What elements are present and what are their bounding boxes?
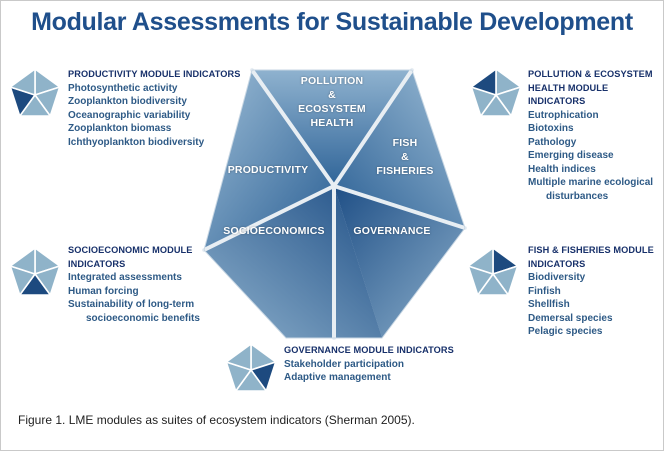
list-item: Oceanographic variability <box>68 109 191 121</box>
productivity-mini-pentagon-icon <box>8 67 62 118</box>
label-socioeconomics: SOCIOECONOMICS <box>223 225 325 237</box>
productivity-heading: PRODUCTIVITY MODULE INDICATORS <box>68 69 241 79</box>
page-title: Modular Assessments for Sustainable Deve… <box>31 8 633 36</box>
list-item: Pathology <box>528 136 577 148</box>
list-item: Biotoxins <box>528 123 574 134</box>
socioeconomic-indicators: SOCIOECONOMIC MODULE INDICATORS Integrat… <box>68 244 200 325</box>
socioeconomic-heading-line1: SOCIOECONOMIC MODULE <box>68 245 193 255</box>
governance-indicators: GOVERNANCE MODULE INDICATORS Stakeholder… <box>284 344 454 385</box>
list-item: Photosynthetic activity <box>68 82 178 94</box>
socioeconomic-heading-line2: INDICATORS <box>68 258 126 269</box>
mini-wedge-top-left <box>8 67 36 97</box>
list-item: disturbances <box>546 190 609 202</box>
list-item: Biodiversity <box>528 272 586 283</box>
list-item: Zooplankton biodiversity <box>68 96 187 107</box>
fish-mini-pentagon-icon <box>466 246 520 297</box>
list-item: Eutrophication <box>528 109 599 121</box>
label-governance: GOVERNANCE <box>353 225 431 237</box>
list-item: Integrated assessments <box>68 272 182 283</box>
mini-wedge-top-left <box>224 342 252 372</box>
mini-wedge-top-left <box>469 67 497 97</box>
label-productivity: PRODUCTIVITY <box>227 164 309 176</box>
pollution-heading-line1: POLLUTION & ECOSYSTEM <box>528 69 653 79</box>
figure-caption: Figure 1. LME modules as suites of ecosy… <box>18 413 415 427</box>
segment-governance <box>334 186 465 338</box>
label-pollution: POLLUTION & ECOSYSTEM HEALTH <box>298 75 366 129</box>
list-item: Multiple marine ecological <box>528 177 654 188</box>
list-item: Adaptive management <box>284 372 391 383</box>
segment-socio-fill <box>205 186 382 338</box>
list-item: Shellfish <box>528 299 570 310</box>
fish-heading-line1: FISH & FISHERIES MODULE <box>528 245 654 255</box>
label-fish: FISH & FISHERIES <box>376 137 434 177</box>
fish-heading-line2: INDICATORS <box>528 258 586 269</box>
list-item: Ichthyoplankton biodiversity <box>68 136 205 148</box>
list-item: Human forcing <box>68 285 139 297</box>
list-item: Emerging disease <box>528 150 614 161</box>
list-item: Zooplankton biomass <box>68 123 172 134</box>
socioeconomic-mini-pentagon-icon <box>8 246 62 297</box>
segment-productivity <box>204 70 334 250</box>
list-item: socioeconomic benefits <box>86 312 200 324</box>
governance-heading: GOVERNANCE MODULE INDICATORS <box>284 345 454 355</box>
list-item: Pelagic species <box>528 326 603 337</box>
list-item: Demersal species <box>528 312 613 324</box>
list-item: Finfish <box>528 285 561 297</box>
mini-wedge-top-left <box>466 246 494 276</box>
segment-fish <box>334 70 465 228</box>
list-item: Stakeholder participation <box>284 358 405 370</box>
pollution-indicators: POLLUTION & ECOSYSTEM HEALTH MODULE INDI… <box>528 68 664 203</box>
mini-wedge-top-left <box>8 246 36 276</box>
productivity-indicators: PRODUCTIVITY MODULE INDICATORS Photosynt… <box>68 68 240 149</box>
pentagon-outline <box>203 69 466 339</box>
fish-indicators: FISH & FISHERIES MODULE INDICATORS Biodi… <box>528 244 654 339</box>
pollution-mini-pentagon-icon <box>469 67 523 118</box>
list-item: Health indices <box>528 163 596 175</box>
segment-pollution <box>252 70 412 186</box>
governance-mini-pentagon-icon <box>224 342 278 393</box>
pollution-heading-line2: HEALTH MODULE INDICATORS <box>528 82 609 107</box>
list-item: Sustainability of long-term <box>68 299 195 310</box>
